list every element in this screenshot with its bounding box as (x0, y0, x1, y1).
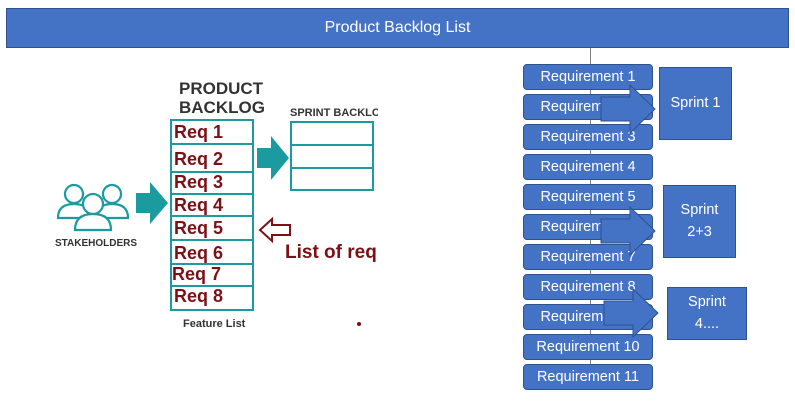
requirement-box: Requirement 8 (523, 274, 653, 300)
stakeholders-to-backlog-arrow (136, 182, 168, 224)
requirement-box: Requirement 5 (523, 184, 653, 210)
product-backlog-list (170, 119, 254, 311)
decorative-dot (357, 322, 361, 326)
req-item: Req 4 (174, 195, 223, 215)
backlog-illustration: PRODUCT BACKLOG Req 1 Req 2 Req 3 Req 4 … (44, 68, 468, 338)
group-arrow-icon (600, 84, 656, 134)
requirement-box: Requirement 4 (523, 154, 653, 180)
requirements-annotation: List of requirements (285, 242, 378, 263)
group-arrow-icon (600, 206, 656, 256)
sprint-label: Sprint 2+3 (680, 201, 719, 240)
product-backlog-title-line2: BACKLOG (179, 98, 265, 117)
sprint-backlog-title: SPRINT BACKLOG (290, 107, 378, 119)
requirement-label: Requirement 3 (540, 129, 636, 145)
backlog-illustration-svg: PRODUCT BACKLOG Req 1 Req 2 Req 3 Req 4 … (44, 68, 468, 338)
product-backlog-title-line1: PRODUCT (179, 79, 264, 98)
page-title: Product Backlog List (324, 19, 471, 36)
requirement-label: Requirement 8 (540, 279, 636, 295)
pointer-arrow-icon (258, 216, 291, 244)
sprint-box: Sprint 4.... (667, 287, 747, 340)
sprint-box: Sprint 1 (659, 67, 732, 140)
requirement-label: Requirement 1 (540, 69, 636, 85)
requirement-box: Requirement 11 (523, 364, 653, 390)
requirement-label: Requirement 10 (536, 339, 640, 355)
req-item: Req 8 (174, 286, 223, 306)
group-arrow-icon (603, 288, 659, 338)
stakeholders-icon (56, 183, 130, 232)
sprint-label: Sprint 1 (670, 94, 721, 111)
req-item: Req 5 (174, 218, 223, 238)
sprint-label: Sprint 4.... (688, 293, 726, 332)
req-item: Req 1 (174, 122, 223, 142)
feature-list-label: Feature List (183, 318, 246, 330)
req-item: Req 2 (174, 149, 223, 169)
requirement-label: Requirement 4 (540, 159, 636, 175)
requirement-label: Requirement 11 (536, 369, 640, 385)
backlog-to-sprint-arrow (257, 136, 289, 180)
requirement-label: Requirement 7 (540, 249, 636, 265)
sprint-box: Sprint 2+3 (663, 185, 736, 258)
sprint-backlog-list (290, 121, 374, 191)
req-item: Req 6 (174, 243, 223, 263)
req-item: Req 7 (172, 264, 221, 284)
stakeholders-label: STAKEHOLDERS (55, 238, 137, 249)
req-item: Req 3 (174, 172, 223, 192)
requirement-label: Requirement 5 (540, 189, 636, 205)
requirement-box: Requirement 10 (523, 334, 653, 360)
page-title-bar: Product Backlog List (6, 8, 789, 48)
